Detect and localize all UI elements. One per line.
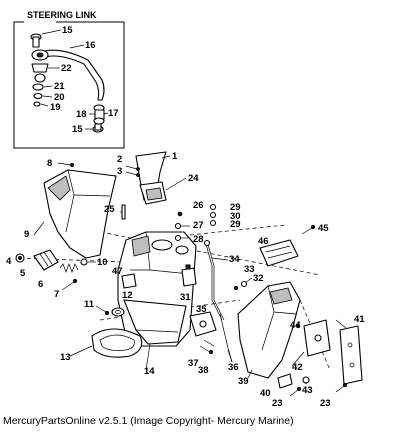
callout-25: 25	[104, 204, 115, 215]
screws-2-3	[125, 165, 140, 177]
callout-16: 16	[85, 40, 96, 51]
callout-42: 42	[292, 362, 303, 373]
screws-23	[289, 382, 348, 397]
callout-9: 9	[24, 229, 29, 240]
callout-10: 10	[97, 257, 108, 268]
pin-19	[33, 101, 49, 107]
callout-30: 30	[230, 211, 241, 222]
callout-21: 21	[54, 81, 65, 92]
spring-6	[59, 263, 79, 273]
callout-19: 19	[50, 102, 61, 113]
inset-title: STEERING LINK	[27, 10, 97, 20]
shift-rod-34	[203, 239, 225, 321]
cowl-shell-9	[43, 169, 117, 259]
connector-5	[33, 249, 59, 271]
callout-5: 5	[20, 268, 26, 279]
parts-29-30	[209, 203, 217, 227]
callout-46: 46	[258, 236, 269, 247]
bushing-12	[111, 307, 125, 317]
callout-18: 18	[76, 109, 87, 120]
callout-14: 14	[144, 366, 155, 377]
callout-33: 33	[244, 264, 255, 275]
parts-40-44	[277, 323, 301, 389]
callout-43: 43	[302, 385, 313, 396]
screw-45	[301, 224, 316, 235]
parts-32-33	[233, 277, 253, 291]
callout-32: 32	[253, 273, 264, 284]
callout-15b: 15	[72, 124, 83, 135]
callout-35: 35	[196, 304, 207, 315]
inset-frame	[13, 21, 125, 149]
callout-29b: 29	[230, 219, 241, 230]
grille-46	[259, 239, 299, 267]
screws-37-38	[199, 339, 215, 355]
steering-link-rod	[31, 49, 105, 101]
lower-unit-39	[237, 281, 301, 379]
callout-4: 4	[6, 256, 12, 267]
rod-36	[219, 313, 233, 363]
callout-28: 28	[193, 234, 204, 245]
callout-24: 24	[188, 173, 199, 184]
callout-39: 39	[238, 376, 249, 387]
callout-34: 34	[229, 254, 240, 265]
callout-13: 13	[60, 352, 71, 363]
image-caption: MercuryPartsOnline v2.5.1 (Image Copyrig…	[3, 415, 294, 427]
callout-31: 31	[180, 292, 191, 303]
callout-leaders	[33, 155, 347, 384]
callout-44: 44	[290, 320, 301, 331]
fitting-17-18	[89, 104, 109, 125]
callout-37: 37	[188, 358, 199, 369]
callout-22: 22	[61, 63, 72, 74]
block-31	[181, 264, 197, 287]
callout-11: 11	[84, 299, 95, 310]
callout-38: 38	[198, 365, 209, 376]
washer-10	[80, 258, 88, 266]
side-plate-41	[339, 325, 363, 385]
plate-42	[303, 319, 331, 357]
lower-housing-14	[123, 299, 187, 345]
callout-40: 40	[260, 388, 271, 399]
callout-29a: 29	[230, 202, 241, 213]
callout-7: 7	[54, 289, 59, 300]
stud-25	[121, 204, 126, 220]
callout-36: 36	[228, 362, 239, 373]
callout-labels: 15 16 22 21 20 19 18 17 15 1 2 3 8 24 25…	[6, 25, 365, 409]
steering-link-inset: STEERING LINK	[13, 10, 125, 149]
callout-12: 12	[122, 290, 133, 301]
callout-20: 20	[54, 92, 65, 103]
callout-1: 1	[172, 151, 178, 162]
callout-2: 2	[117, 154, 122, 165]
callout-41: 41	[354, 314, 365, 325]
callout-26: 26	[193, 200, 204, 211]
leader-16	[69, 44, 85, 49]
callout-23b: 23	[320, 398, 331, 409]
callout-3: 3	[117, 166, 122, 177]
callout-6: 6	[38, 279, 43, 290]
grommet-4	[15, 253, 25, 263]
callout-47: 47	[112, 266, 123, 277]
bolt-15-bottom	[85, 123, 104, 133]
fitting-11	[95, 305, 110, 316]
pin-8	[57, 162, 74, 167]
bracket-35	[189, 311, 217, 337]
seal-ring-13	[91, 328, 143, 358]
plate-47	[121, 273, 137, 289]
callout-17: 17	[108, 108, 119, 119]
ball-joint-22	[31, 63, 60, 83]
callout-23a: 23	[272, 398, 283, 409]
callout-27: 27	[193, 220, 204, 231]
washer-20	[33, 92, 53, 100]
bracket-1-24	[135, 151, 167, 205]
callout-8: 8	[47, 158, 52, 169]
nut-21	[32, 83, 53, 91]
screw-7	[61, 278, 78, 291]
callout-45: 45	[318, 223, 329, 234]
bolt-15-top	[30, 29, 62, 48]
callout-15a: 15	[62, 25, 73, 36]
